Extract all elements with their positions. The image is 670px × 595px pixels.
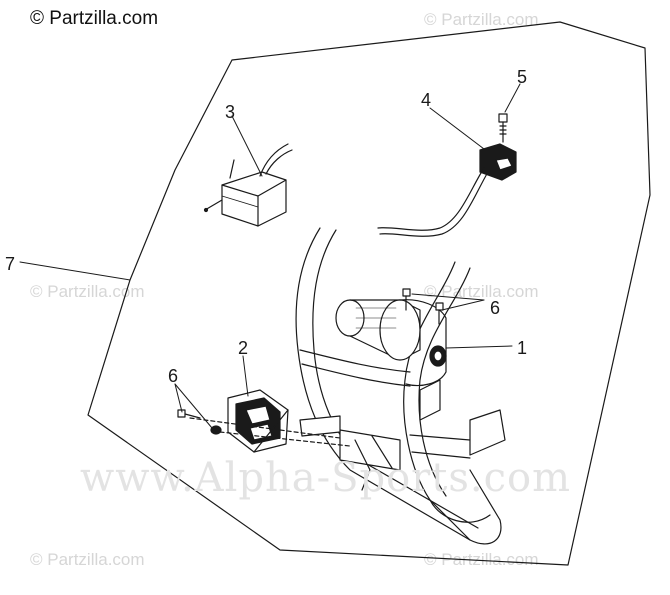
watermark-bottom-left: © Partzilla.com xyxy=(30,550,145,569)
frame xyxy=(295,227,506,545)
callout-5: 5 xyxy=(517,67,527,87)
part-1-winch xyxy=(335,299,447,387)
assembly-boundary xyxy=(87,21,651,566)
callout-labels: 7 3 4 5 6 1 2 6 xyxy=(5,67,527,386)
leader-lines xyxy=(19,83,521,429)
watermark-bottom-right: © Partzilla.com xyxy=(424,550,539,569)
callout-2: 2 xyxy=(238,338,248,358)
callout-7: 7 xyxy=(5,254,15,274)
wire-end-dot xyxy=(203,207,209,213)
callout-6-lower: 6 xyxy=(168,366,178,386)
callout-3: 3 xyxy=(225,102,235,122)
part-2-bracket xyxy=(227,389,289,453)
part-4-switch xyxy=(377,143,517,237)
watermark-alpha-sports: www.Alpha-Sports.com xyxy=(80,455,572,501)
part-5-screw xyxy=(498,113,508,143)
copyright-text: © Partzilla.com xyxy=(30,8,159,29)
callout-4: 4 xyxy=(421,90,431,110)
part-6-bolts-upper xyxy=(402,288,444,325)
part-3-relay xyxy=(204,143,293,227)
watermark-mid-left: © Partzilla.com xyxy=(30,282,145,301)
watermark-mid-right: © Partzilla.com xyxy=(424,282,539,301)
watermark-top-right: © Partzilla.com xyxy=(424,10,539,29)
callout-6-upper: 6 xyxy=(490,298,500,318)
callout-1: 1 xyxy=(517,338,527,358)
part-6-bolts-lower xyxy=(177,409,351,447)
